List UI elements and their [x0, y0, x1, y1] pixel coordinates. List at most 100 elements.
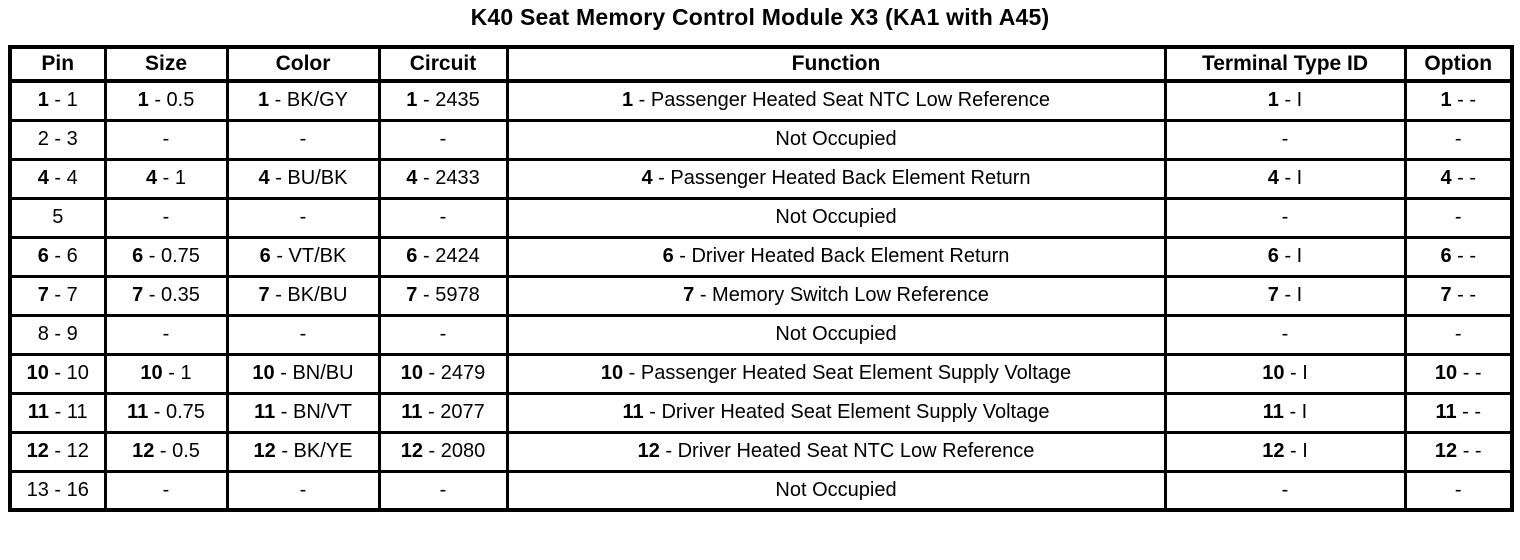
cell-text: - 0.75	[143, 245, 200, 267]
cell-bold-prefix: 11	[1435, 401, 1457, 423]
cell-bold-prefix: 7	[683, 284, 695, 306]
cell-function: Not Occupied	[505, 196, 1167, 239]
cell-function: Not Occupied	[505, 313, 1167, 356]
cell-pin: 11 - 11	[8, 391, 107, 434]
cell-option: -	[1403, 313, 1514, 356]
cell-bold-prefix: 10	[1262, 362, 1285, 384]
cell-text: -	[299, 128, 307, 150]
cell-text: - 1	[48, 89, 78, 112]
cell-text: - 0.75	[148, 401, 205, 423]
cell-text: - 12	[48, 440, 89, 462]
cell-text: Not Occupied	[775, 323, 897, 345]
cell-option: 10 - -	[1403, 352, 1514, 395]
cell-text: -	[162, 323, 170, 345]
cell-circuit: 1 - 2435	[377, 79, 509, 122]
cell-function: Not Occupied	[505, 469, 1167, 512]
cell-function: Not Occupied	[505, 118, 1167, 161]
cell-text: 2 - 3	[37, 128, 78, 150]
cell-bold-prefix: 6	[406, 245, 418, 267]
cell-text: -	[299, 478, 307, 501]
cell-bold-prefix: 12	[1434, 440, 1458, 462]
cell-text: - -	[1456, 401, 1482, 423]
cell-text: -	[1281, 128, 1289, 150]
cell-terminal-type-id: -	[1163, 313, 1407, 356]
cell-bold-prefix: 1	[257, 89, 270, 112]
cell-pin: 8 - 9	[8, 313, 107, 356]
cell-text: - 2424	[417, 245, 480, 267]
cell-text: - 2479	[422, 362, 486, 384]
cell-size: 11 - 0.75	[103, 391, 229, 434]
cell-text: - I	[1283, 401, 1308, 423]
cell-color: -	[225, 313, 381, 356]
cell-text: -	[1454, 478, 1462, 501]
cell-text: - 0.35	[143, 284, 200, 306]
cell-size: -	[103, 118, 229, 161]
cell-text: - Driver Heated Seat NTC Low Reference	[659, 440, 1035, 462]
cell-text: -	[1281, 478, 1289, 501]
column-header-color: Color	[225, 45, 381, 83]
cell-terminal-type-id: 6 - I	[1163, 235, 1407, 278]
cell-text: - 1	[157, 167, 187, 189]
cell-terminal-type-id: 1 - I	[1163, 79, 1407, 122]
cell-terminal-type-id: -	[1163, 118, 1407, 161]
cell-pin: 4 - 4	[8, 157, 107, 200]
cell-bold-prefix: 4	[1440, 167, 1452, 189]
cell-pin: 1 - 1	[8, 79, 107, 122]
cell-text: - -	[1451, 89, 1477, 112]
cell-bold-prefix: 7	[37, 284, 49, 306]
cell-terminal-type-id: 10 - I	[1163, 352, 1407, 395]
cell-option: -	[1403, 196, 1514, 239]
cell-function: 10 - Passenger Heated Seat Element Suppl…	[505, 352, 1167, 395]
cell-bold-prefix: 4	[145, 167, 158, 189]
cell-bold-prefix: 12	[637, 440, 660, 462]
cell-bold-prefix: 1	[406, 89, 418, 112]
cell-text: - -	[1451, 167, 1477, 189]
column-header-size: Size	[103, 45, 229, 83]
cell-pin: 5	[8, 196, 107, 239]
cell-text: -	[1454, 128, 1462, 150]
cell-bold-prefix: 11	[127, 401, 149, 423]
cell-color: 1 - BK/GY	[225, 79, 381, 122]
cell-text: Not Occupied	[775, 478, 897, 501]
cell-function: 6 - Driver Heated Back Element Return	[505, 235, 1167, 278]
cell-bold-prefix: 4	[37, 167, 49, 189]
cell-bold-prefix: 12	[132, 440, 155, 462]
cell-option: 4 - -	[1403, 157, 1514, 200]
cell-bold-prefix: 7	[406, 284, 418, 306]
cell-text: - BK/GY	[269, 89, 349, 112]
cell-text: - Memory Switch Low Reference	[694, 284, 989, 306]
cell-function: 11 - Driver Heated Seat Element Supply V…	[505, 391, 1167, 434]
cell-text: -	[1281, 323, 1289, 345]
cell-size: 10 - 1	[103, 352, 229, 395]
cell-size: 6 - 0.75	[103, 235, 229, 278]
cell-circuit: 12 - 2080	[377, 430, 509, 473]
cell-pin: 7 - 7	[8, 274, 107, 317]
cell-text: - 2435	[417, 89, 480, 112]
cell-text: -	[162, 206, 170, 228]
cell-bold-prefix: 1	[622, 89, 634, 112]
cell-text: 8 - 9	[37, 323, 78, 345]
cell-function: 1 - Passenger Heated Seat NTC Low Refere…	[505, 79, 1167, 122]
cell-bold-prefix: 4	[641, 167, 653, 189]
cell-terminal-type-id: 12 - I	[1163, 430, 1407, 473]
cell-function: 7 - Memory Switch Low Reference	[505, 274, 1167, 317]
cell-text: 5	[52, 206, 64, 228]
cell-terminal-type-id: -	[1163, 196, 1407, 239]
cell-size: -	[103, 196, 229, 239]
cell-text: -	[1454, 323, 1462, 345]
column-header-circuit: Circuit	[377, 45, 509, 83]
column-header-terminal-type-id: Terminal Type ID	[1163, 45, 1407, 83]
cell-bold-prefix: 1	[1440, 89, 1452, 112]
cell-bold-prefix: 10	[1434, 362, 1458, 384]
page-title: K40 Seat Memory Control Module X3 (KA1 w…	[470, 4, 1050, 30]
cell-text: -	[162, 128, 170, 150]
cell-text: - 5978	[417, 284, 480, 306]
cell-option: -	[1403, 118, 1514, 161]
cell-text: - 2433	[417, 167, 480, 189]
cell-text: - 0.5	[148, 89, 195, 112]
